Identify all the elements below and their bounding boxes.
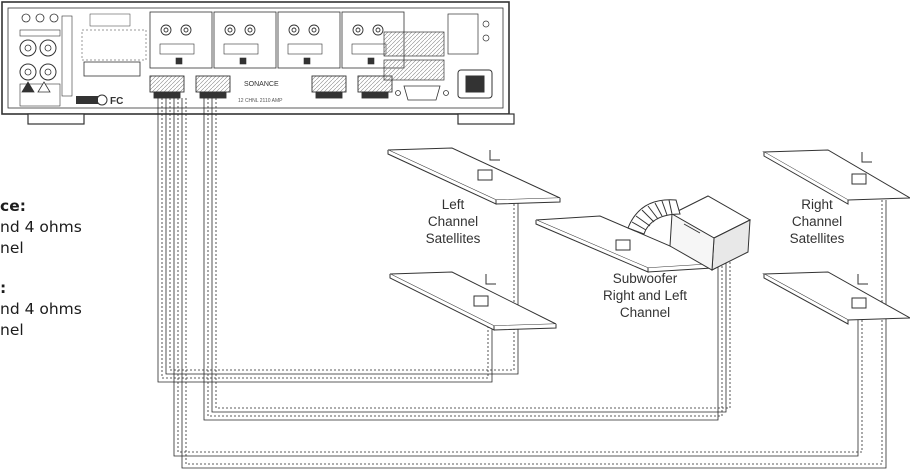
subwoofer-label: Subwoofer Right and Left Channel: [602, 271, 688, 320]
cert-marks: [76, 94, 108, 106]
spec-line-1b: nel: [0, 239, 24, 257]
input-jacks: [19, 13, 73, 107]
speaker-output-terminals: [149, 75, 393, 99]
spec-line-1a: nd 4 ohms: [0, 218, 82, 236]
spec-line-2a: nd 4 ohms: [0, 300, 82, 318]
spec-heading-2: :: [0, 279, 7, 297]
fc-mark: FC: [110, 96, 123, 107]
left-satellite-top: [387, 147, 561, 205]
channel-rca-jacks: [160, 24, 384, 36]
amp-brand-text: SONANCE: [244, 81, 279, 88]
speaker-wire-runs: [157, 98, 887, 469]
spec-heading-1: ce:: [0, 197, 26, 215]
right-satellites-label: Right Channel Satellites: [789, 197, 845, 246]
channel-modules: [149, 11, 405, 69]
subwoofer-flex-duct: [627, 199, 681, 235]
amp-model-text: 12 CHNL 2110 AMP: [238, 98, 283, 104]
spec-line-2b: nel: [0, 321, 24, 339]
subwoofer-enclosure: [669, 195, 752, 271]
serial-port: [395, 85, 449, 101]
control-terminal-block: [383, 13, 490, 81]
left-satellite-bottom: [389, 271, 557, 331]
right-satellite-top: [762, 149, 910, 205]
trigger-terminal-block: [81, 13, 147, 77]
channel-switches: [159, 43, 387, 65]
subwoofer-panel: [535, 215, 713, 273]
spec-text-block: ce: nd 4 ohms nel : nd 4 ohms nel: [0, 196, 82, 341]
left-satellites-label: Left Channel Satellites: [425, 197, 481, 246]
amplifier-rear-panel: [1, 1, 515, 125]
power-inlet: [457, 69, 493, 99]
warning-labels: [21, 81, 51, 93]
right-satellite-bottom: [762, 271, 910, 325]
